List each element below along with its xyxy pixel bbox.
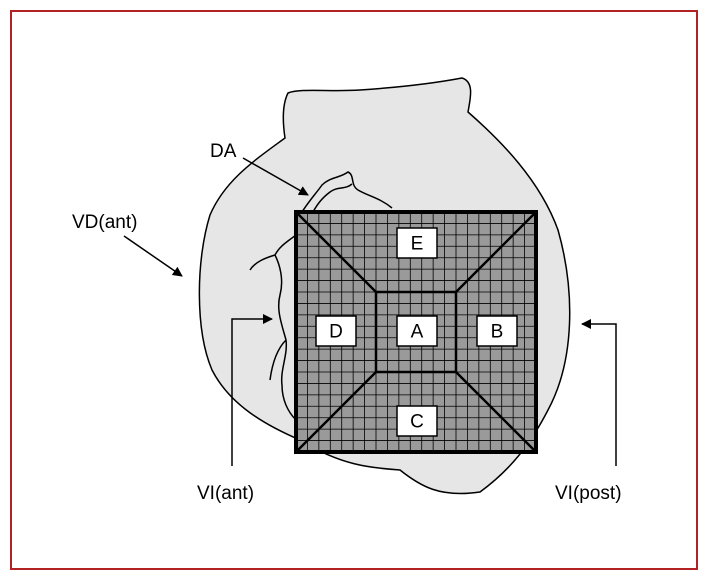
grid-lines (296, 212, 536, 452)
zone-c-label: C (410, 412, 424, 433)
coronary-artery (249, 171, 393, 421)
arrow-vi-post (581, 319, 617, 466)
label-vi-ant: VI(ant) (197, 483, 254, 504)
zone-b-label: B (491, 322, 504, 343)
arrow-da (242, 157, 309, 196)
label-vd-ant: VD(ant) (72, 212, 137, 233)
zone-c: C (396, 405, 438, 437)
grid-square-border (294, 210, 538, 454)
zone-d-label: D (329, 322, 343, 343)
zone-a-label: A (411, 322, 424, 343)
zone-b: B (476, 315, 518, 347)
arrow-vi-ant (231, 314, 273, 466)
zone-a: A (396, 315, 438, 347)
zone-e-label: E (411, 234, 424, 255)
zone-e: E (396, 227, 438, 259)
arrow-vd-ant (123, 235, 183, 277)
zone-d: D (315, 315, 357, 347)
zone-divisions (295, 211, 537, 453)
label-da: DA (210, 141, 237, 162)
label-vi-post: VI(post) (555, 483, 622, 504)
